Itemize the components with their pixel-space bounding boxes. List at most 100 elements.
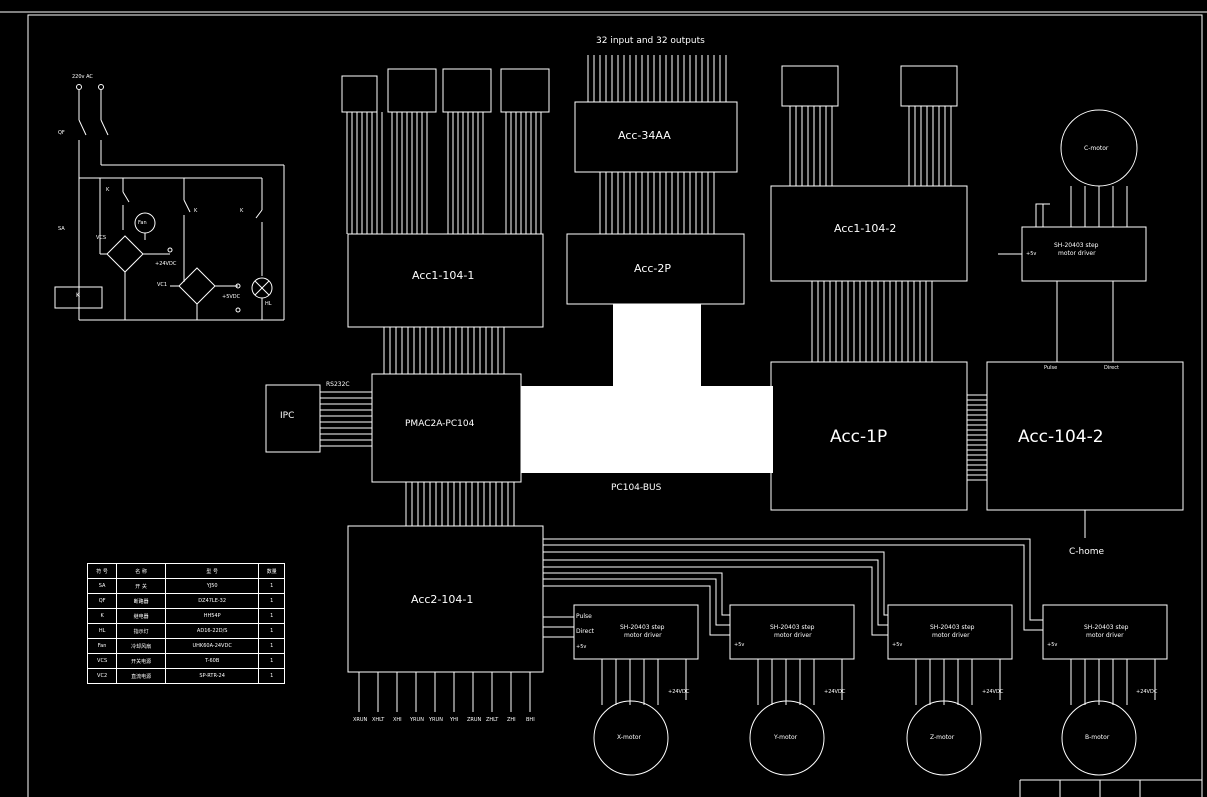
encoder-box-6	[900, 65, 958, 107]
legend-header: 型 号	[164, 563, 260, 579]
c-pulse-label: Pulse	[1044, 365, 1058, 371]
fan-label: Fan	[138, 220, 147, 226]
acc-1p-label: Acc-1P	[830, 427, 888, 447]
acc-2p-label: Acc-2P	[634, 262, 672, 275]
pmac-label: PMAC2A-PC104	[405, 419, 475, 429]
acc2-104-1-box	[347, 525, 544, 673]
ipc-label: IPC	[280, 411, 295, 421]
y-motor-label: Y-motor	[774, 734, 798, 741]
pc104-bus-shape	[521, 304, 773, 473]
io-title: 32 input and 32 outputs	[596, 36, 705, 46]
b-driver-name: SH-20403 step	[1084, 624, 1129, 631]
b-driver-sub: motor driver	[1086, 632, 1124, 639]
c-home-label: C-home	[1069, 547, 1105, 557]
pin-label: ZRUN	[467, 717, 482, 723]
acc-104-2-label: Acc-104-2	[1018, 427, 1104, 447]
k2-label: K	[194, 208, 198, 214]
acc-34aa-box	[574, 101, 738, 173]
c-direct-label: Direct	[1104, 365, 1119, 371]
y-driver-box	[729, 604, 855, 660]
z-motor-label: Z-motor	[930, 734, 955, 741]
b-5v-label: +5v	[1047, 642, 1058, 648]
encoder-box-5	[781, 65, 839, 107]
b-motor-circle	[1061, 700, 1137, 776]
acc-34aa-label: Acc-34AA	[618, 129, 671, 142]
vc1-label: VC1	[157, 282, 168, 288]
legend-header: 名 称	[116, 563, 166, 579]
legend-header: 数量	[258, 563, 285, 579]
c-driver-sub: motor driver	[1058, 250, 1096, 257]
acc-1p-box	[770, 361, 968, 511]
c-5v-label: +5v	[1026, 251, 1037, 257]
v5dc-label: +5VDC	[222, 294, 241, 300]
acc1-104-1-box	[347, 233, 544, 328]
c-motor-label: C-motor	[1084, 145, 1109, 152]
k3-label: K	[240, 208, 244, 214]
vcs-label: VCS	[96, 235, 107, 241]
io-lines	[587, 55, 727, 102]
power-schematic	[54, 84, 285, 321]
x-motor-label: X-motor	[617, 734, 641, 741]
x-driver-name: SH-20403 step	[620, 624, 665, 631]
pin-label: YHI	[450, 717, 459, 723]
y-driver-name: SH-20403 step	[770, 624, 815, 631]
acc1-104-2-box	[770, 185, 968, 282]
b-24v-label: +24VDC	[1136, 689, 1158, 695]
sa-label: SA	[58, 226, 65, 232]
acc1-104-2-label: Acc1-104-2	[834, 222, 897, 235]
x-motor-circle	[593, 700, 669, 776]
k-box-label: K	[76, 292, 80, 299]
encoder-box-3	[442, 68, 492, 113]
table-header: 符 号 名 称 型 号 数量	[86, 563, 285, 579]
pin-label: XRUN	[353, 717, 368, 723]
z-5v-label: +5v	[892, 642, 903, 648]
hl-label: HL	[265, 301, 272, 307]
direct-label: Direct	[576, 628, 594, 635]
y-24v-label: +24VDC	[824, 689, 846, 695]
b-driver-box	[1042, 604, 1168, 660]
legend-header: 符 号	[86, 563, 118, 579]
encoder-box-4	[500, 68, 550, 113]
z-motor-circle	[906, 700, 982, 776]
qf-label: QF	[58, 130, 65, 136]
rs232-label: RS232C	[326, 381, 350, 388]
pin-label: YRUN	[410, 717, 424, 723]
y-driver-sub: motor driver	[774, 632, 812, 639]
acc2-104-1-label: Acc2-104-1	[411, 593, 474, 606]
pin-label: BHI	[526, 717, 535, 723]
pin-label: XHI	[393, 717, 402, 723]
bottom-pin-lines	[358, 672, 531, 712]
encoder-box-1	[341, 75, 378, 113]
pin-label: ZHI	[507, 717, 516, 723]
x-driver-box	[573, 604, 699, 660]
x-driver-sub: motor driver	[624, 632, 662, 639]
pin-label: ZHLT	[486, 717, 499, 723]
acc1-104-1-label: Acc1-104-1	[412, 269, 475, 282]
y-5v-label: +5v	[734, 642, 745, 648]
pulse-label: Pulse	[576, 613, 592, 620]
z-24v-label: +24VDC	[982, 689, 1004, 695]
x-5v-label: +5v	[576, 644, 587, 650]
power-in-label: 220v AC	[72, 74, 93, 80]
z-driver-name: SH-20403 step	[930, 624, 975, 631]
y-motor-circle	[749, 700, 825, 776]
v24dc-label: +24VDC	[155, 261, 177, 267]
pin-label: YRUN	[429, 717, 443, 723]
c-driver-name: SH-20403 step	[1054, 242, 1099, 249]
encoder-box-2	[387, 68, 437, 113]
drawing-frame	[27, 14, 1203, 797]
x-24v-label: +24VDC	[668, 689, 690, 695]
driver-bus-lines	[543, 538, 1043, 638]
z-driver-box	[887, 604, 1013, 660]
acc-2p-box	[566, 233, 745, 305]
ipc-box	[265, 384, 321, 453]
z-driver-sub: motor driver	[932, 632, 970, 639]
